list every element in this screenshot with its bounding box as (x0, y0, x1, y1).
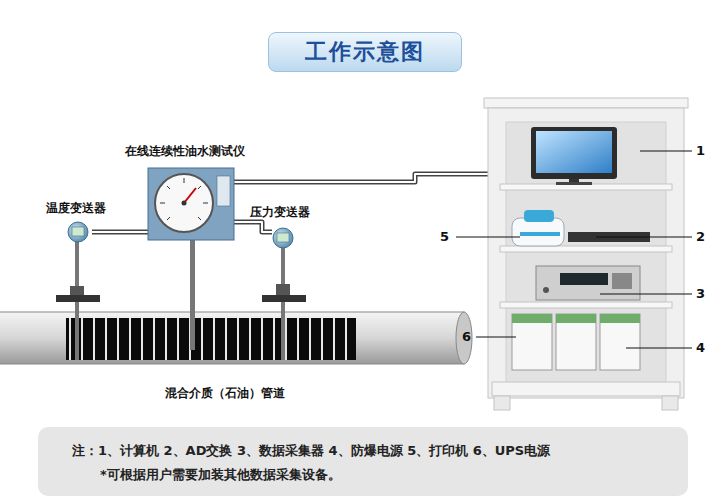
title-banner: 工作示意图 (268, 32, 462, 72)
power-units (512, 314, 640, 370)
equipment-cabinet (484, 98, 688, 410)
oil-water-meter (148, 168, 234, 350)
pipe (0, 312, 464, 364)
pipe-label: 混合介质（石油）管道 (165, 386, 285, 400)
note-box: 注：1、计算机 2、AD交换 3、数据采集器 4、防爆电源 5、打印机 6、UP… (38, 427, 688, 496)
computer-monitor (531, 127, 617, 185)
printer (512, 210, 564, 246)
pipe-end (456, 312, 472, 364)
callout-number: 3 (696, 286, 705, 302)
callout-number: 1 (696, 143, 705, 159)
instrument-label: 压力变送器 (250, 205, 310, 219)
callout-number: 4 (696, 340, 705, 356)
data-collector (536, 266, 640, 300)
pressure-transmitter (262, 228, 306, 360)
instrument-label: 在线连续性油水测试仪 (125, 144, 245, 158)
leader-lines (456, 151, 692, 348)
callout-number: 6 (462, 329, 471, 345)
title-text: 工作示意图 (305, 37, 425, 67)
temperature-transmitter (56, 222, 100, 360)
callout-number: 5 (440, 229, 449, 245)
note-text: 注：1、计算机 2、AD交换 3、数据采集器 4、防爆电源 5、打印机 6、UP… (72, 439, 672, 462)
callout-number: 2 (696, 229, 705, 245)
instrument-label: 温度变送器 (46, 201, 106, 215)
note-text: *可根据用户需要加装其他数据采集设备。 (72, 463, 672, 486)
pipe-section (66, 318, 356, 360)
